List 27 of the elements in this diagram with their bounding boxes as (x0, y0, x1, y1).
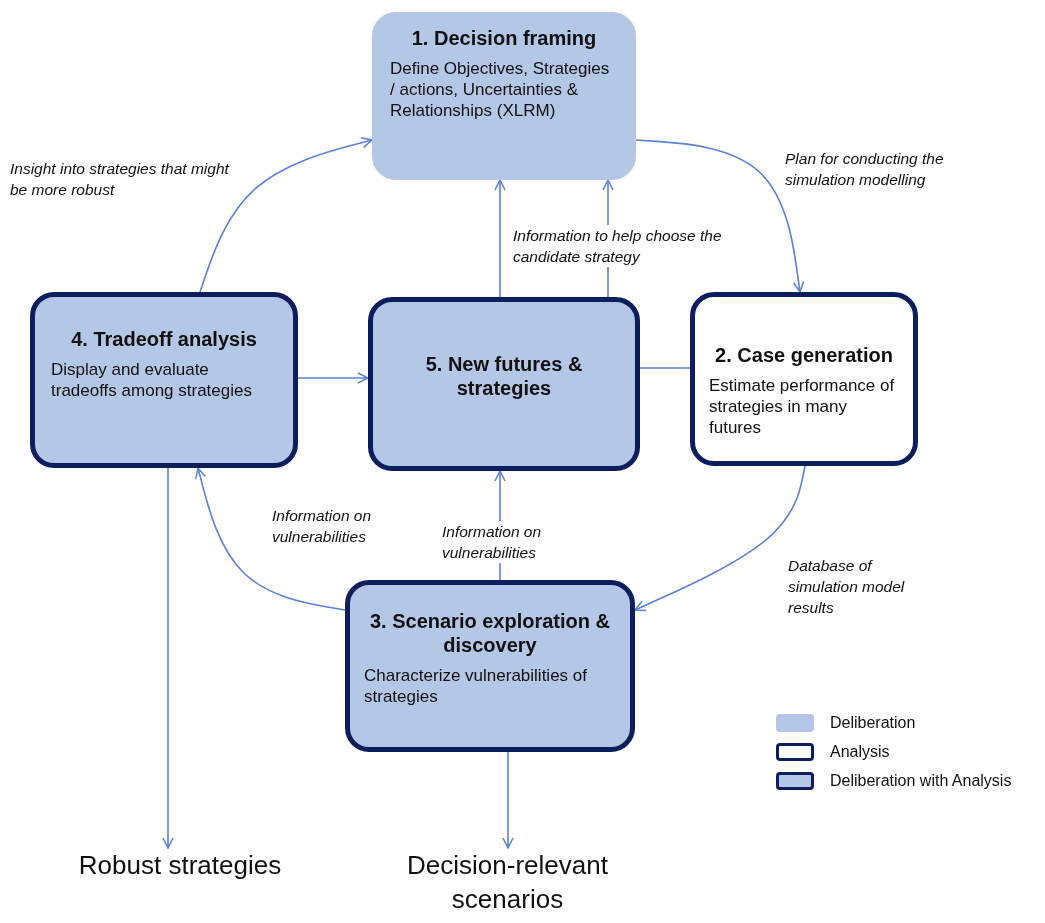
legend-label: Deliberation with Analysis (830, 772, 1012, 790)
deliberation-analysis-box (30, 292, 298, 468)
step-description: Define Objectives, Strategies / actions, Uncertainties & Relationships (XLRM) (390, 58, 611, 121)
deliberation-analysis-box (368, 297, 640, 471)
arrow (297, 372, 369, 384)
arrow (635, 139, 805, 293)
step-description: Characterize vulnerabilities of strategies (364, 665, 588, 707)
step-description: Estimate performance of strategies in many futures (709, 375, 896, 438)
arrow (494, 179, 506, 298)
step-title: 5. New futures & strategies (424, 352, 584, 400)
analysis-box (690, 292, 918, 466)
deliberation-box (372, 12, 636, 180)
step-description: Display and evaluate tradeoffs among strategies (51, 359, 253, 401)
arrow (162, 467, 174, 849)
legend-label: Analysis (830, 743, 890, 761)
arrow (502, 751, 514, 849)
output-text: Robust strategies (77, 849, 283, 882)
step-title: 2. Case generation (714, 343, 894, 367)
step-title: 4. Tradeoff analysis (70, 327, 258, 351)
step-title: 3. Scenario exploration & discovery (368, 609, 612, 657)
legend-label: Deliberation (830, 714, 916, 732)
deliberation-analysis-box (345, 580, 635, 752)
arrow (634, 465, 806, 612)
arrow (199, 137, 373, 293)
output-text: Decision-relevant scenarios (406, 849, 609, 916)
step-title: 1. Decision framing (410, 26, 598, 50)
arrow (194, 467, 346, 611)
